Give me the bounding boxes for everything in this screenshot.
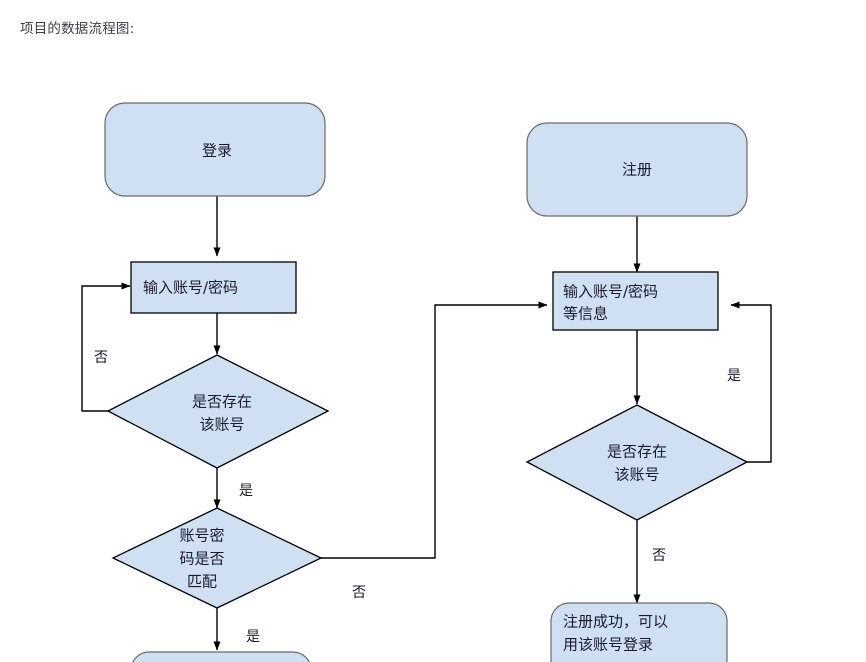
node-login-match-label-line2: 码是否 <box>179 550 224 568</box>
page-title: 项目的数据流程图: <box>20 21 135 37</box>
edge-label-login-match-yes: 是 <box>246 629 260 645</box>
edge-label-login-match-no: 否 <box>352 585 366 601</box>
node-login-match-label-line1: 账号密 <box>179 527 224 545</box>
edge-label-login-exists-yes: 是 <box>239 483 253 499</box>
node-login-input[interactable]: 输入账号/密码 <box>130 261 297 314</box>
node-register-input-label-line1: 输入账号/密码 <box>563 283 658 301</box>
node-register-exists-label-line1: 是否存在 <box>607 443 667 461</box>
node-register-input[interactable]: 输入账号/密码 等信息 <box>552 271 719 331</box>
edge-register-exists-no: 否 <box>633 520 666 604</box>
node-register-start-label: 注册 <box>622 161 652 179</box>
node-login-match-label-line3: 匹配 <box>187 573 217 591</box>
edge-label-register-exists-yes: 是 <box>727 368 741 384</box>
node-login-match-decision[interactable]: 账号密 码是否 匹配 <box>111 507 323 609</box>
node-register-input-label-line2: 等信息 <box>563 305 608 323</box>
node-register-success[interactable]: 注册成功，可以 用该账号登录 <box>550 602 728 662</box>
node-login-exists-decision[interactable]: 是否存在 该账号 <box>106 354 330 469</box>
node-register-start[interactable]: 注册 <box>526 122 748 217</box>
edge-login-exists-yes: 是 <box>213 468 253 509</box>
edge-login-match-yes: 是 <box>213 608 260 651</box>
node-login-exists-label-line2: 该账号 <box>199 416 244 434</box>
node-login-start-label: 登录 <box>202 142 232 160</box>
edge-register-exists-yes-loop: 是 <box>727 301 772 463</box>
edge-login-exists-no-loop: 否 <box>81 282 131 412</box>
node-login-exists-label-line1: 是否存在 <box>192 393 252 411</box>
node-login-input-label: 输入账号/密码 <box>143 279 238 297</box>
node-login-result[interactable] <box>131 651 311 662</box>
edge-login-match-no-to-register-input: 否 <box>321 301 548 601</box>
edge-label-register-exists-no: 否 <box>652 548 666 564</box>
node-register-success-label-line2: 用该账号登录 <box>563 636 653 654</box>
edge-label-login-exists-no: 否 <box>94 350 108 366</box>
node-login-start[interactable]: 登录 <box>104 102 326 197</box>
node-register-exists-decision[interactable]: 是否存在 该账号 <box>525 404 749 521</box>
node-register-success-label-line1: 注册成功，可以 <box>563 613 668 631</box>
node-register-exists-label-line2: 该账号 <box>614 466 659 484</box>
